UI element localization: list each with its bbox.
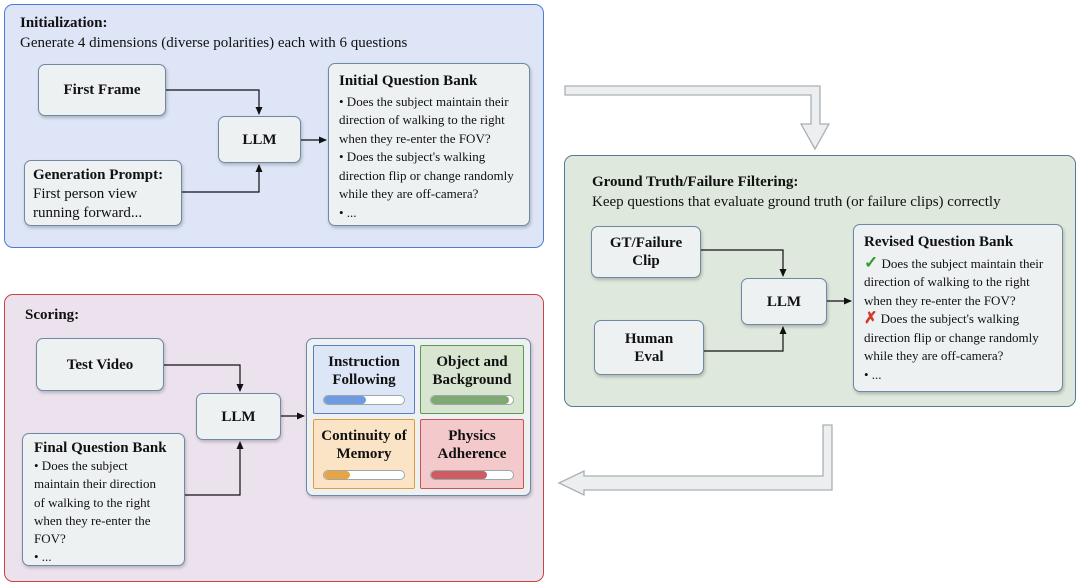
generation-prompt-title: Generation Prompt: <box>33 167 164 183</box>
human-eval-box: Human Eval <box>594 320 704 375</box>
init-llm-label: LLM <box>242 131 277 148</box>
final-bank-title: Final Question Bank <box>34 440 167 456</box>
flow-arrow-to-filtering <box>564 85 831 151</box>
metric-object-background: Object and Background <box>420 345 524 414</box>
connector-arrow <box>182 164 263 193</box>
check-icon: ✓ <box>864 252 879 272</box>
bank-line: while they are off-camera? <box>339 186 479 201</box>
human-line: Human <box>624 330 674 347</box>
revised-bank-title: Revised Question Bank <box>864 234 1014 250</box>
scoring-llm-label: LLM <box>221 408 256 425</box>
first-frame-box: First Frame <box>38 64 166 116</box>
generation-prompt-box: Generation Prompt: First person view run… <box>24 160 182 226</box>
test-video-box: Test Video <box>36 338 164 391</box>
metric-instruction-following: Instruction Following <box>313 345 415 414</box>
scoring-llm-box: LLM <box>196 393 281 440</box>
filtering-title: Ground Truth/Failure Filtering: <box>592 174 799 190</box>
metric-label: Background <box>432 372 512 388</box>
metric-bar <box>430 395 514 405</box>
metric-bar <box>323 470 405 480</box>
metric-label: Instruction <box>328 354 400 370</box>
metric-bar-fill <box>431 471 487 479</box>
metric-label: Adherence <box>437 446 507 462</box>
bank-line: Does the subject's walking <box>880 311 1020 326</box>
bank-line: • Does the subject <box>34 458 128 474</box>
bank-line: maintain their direction <box>34 476 157 492</box>
bank-line: direction flip or change randomly <box>339 167 514 183</box>
scoring-title: Scoring: <box>25 307 80 323</box>
bank-line: • Does the subject maintain their <box>339 93 509 109</box>
bank-line: • Does the subject's walking <box>339 149 486 164</box>
bank-line: • ... <box>34 549 52 565</box>
metric-bar-fill <box>431 396 509 404</box>
metric-label: Continuity of <box>321 428 407 444</box>
bank-line: when they re-enter the FOV? <box>339 130 491 146</box>
metric-bar <box>430 470 514 480</box>
test-video-label: Test Video <box>66 356 134 373</box>
metric-continuity-memory: Continuity of Memory <box>313 419 415 489</box>
bank-line: when they re-enter the <box>34 512 151 528</box>
connector-arrow <box>701 249 787 277</box>
connector-arrow <box>164 364 244 392</box>
bank-line: FOV? <box>34 531 66 547</box>
init-llm-box: LLM <box>218 116 301 163</box>
bank-line: of walking to the right <box>34 494 151 510</box>
human-line: Eval <box>634 348 664 365</box>
metric-label: Physics <box>448 428 496 444</box>
revised-question-bank: Revised Question Bank ✓ Does the subject… <box>853 224 1063 392</box>
flow-arrow-to-scoring <box>557 424 833 497</box>
filtering-subtitle: Keep questions that evaluate ground trut… <box>592 194 1001 210</box>
metric-label: Following <box>332 372 396 388</box>
bank-line: Does the subject maintain their <box>881 255 1044 271</box>
cross-icon: ✗ <box>864 310 878 327</box>
final-question-bank: Final Question Bank • Does the subject m… <box>22 433 185 566</box>
bank-line: direction flip or change randomly <box>864 329 1039 345</box>
metric-label: Memory <box>336 446 392 462</box>
metric-label: Object and <box>436 354 508 370</box>
bank-line: • ... <box>339 204 357 220</box>
bank-line: direction of walking to the right <box>864 274 1030 289</box>
clip-line: GT/Failure <box>609 235 683 251</box>
filter-llm-label: LLM <box>766 293 802 310</box>
metric-bar-fill <box>324 396 366 404</box>
first-frame-label: First Frame <box>63 82 141 98</box>
initial-question-bank: Initial Question Bank • Does the subject… <box>328 63 530 226</box>
initialization-subtitle: Generate 4 dimensions (diverse polaritie… <box>20 35 408 51</box>
filter-llm-box: LLM <box>741 278 827 325</box>
connector-arrow <box>185 441 244 496</box>
initialization-title: Initialization: <box>20 15 108 31</box>
generation-prompt-line: First person view <box>33 186 138 202</box>
connector-arrow <box>166 89 263 115</box>
metric-bar-fill <box>324 471 350 479</box>
generation-prompt-line: running forward... <box>33 205 143 221</box>
bank-line: • ... <box>864 366 882 382</box>
clip-line: Clip <box>632 253 660 269</box>
bank-line: when they re-enter the FOV? <box>864 292 1016 308</box>
bank-line: direction of walking to the right <box>339 112 505 127</box>
metric-bar <box>323 395 405 405</box>
initial-bank-title: Initial Question Bank <box>339 73 478 89</box>
connector-arrow <box>704 326 787 352</box>
gt-failure-clip-box: GT/Failure Clip <box>591 226 701 278</box>
bank-line: while they are off-camera? <box>864 348 1004 363</box>
metric-physics-adherence: Physics Adherence <box>420 419 524 489</box>
